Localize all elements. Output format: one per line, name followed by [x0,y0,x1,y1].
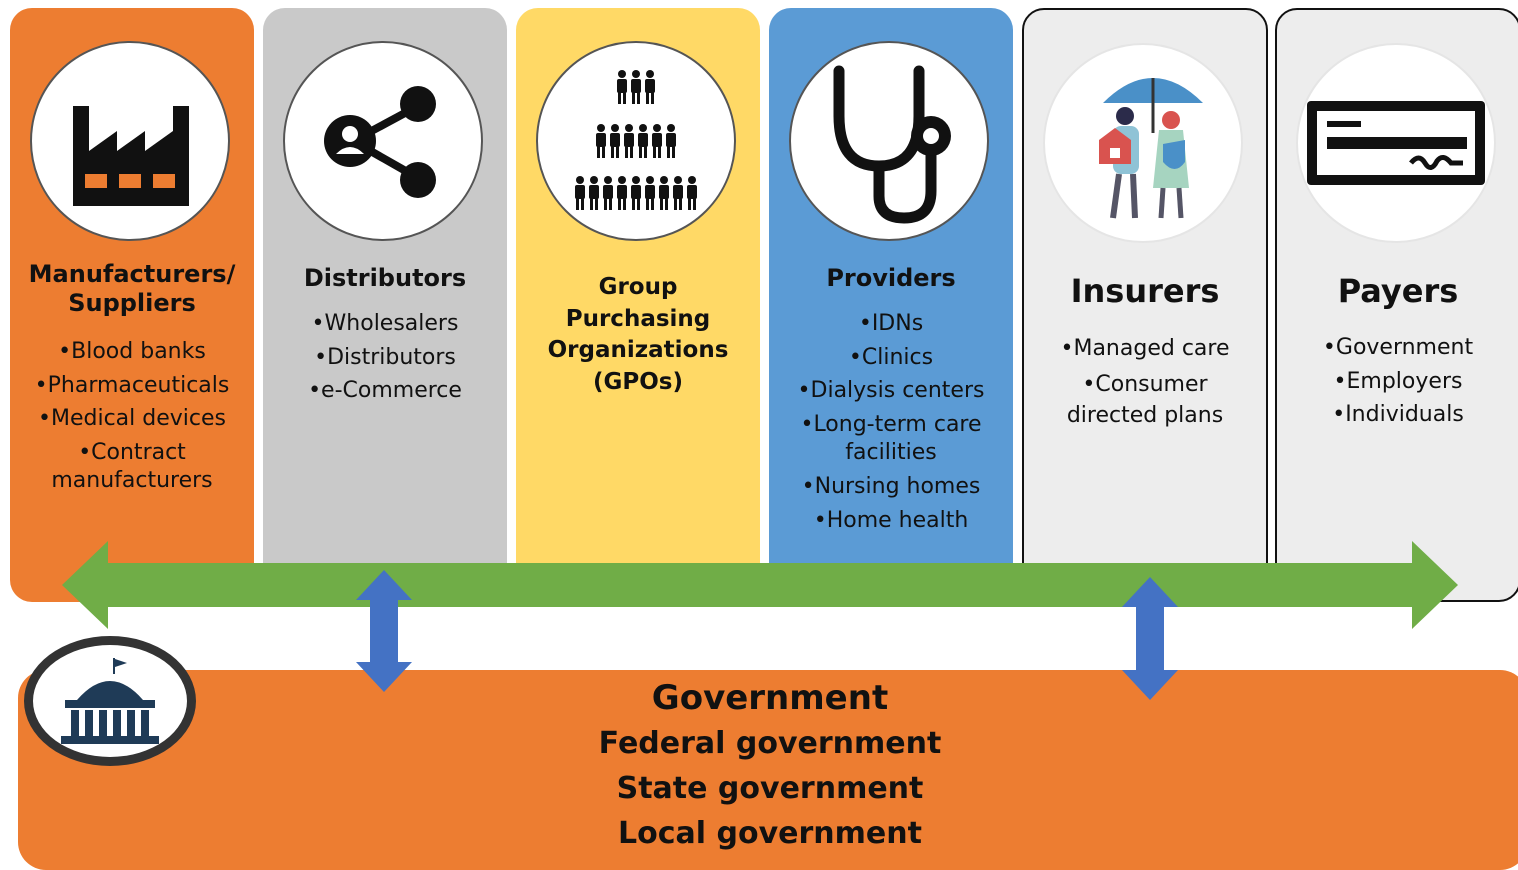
insurance-icon-circle [1043,43,1243,243]
government-panel [18,670,1518,870]
title-line: Providers [826,264,956,292]
share-icon-circle [283,41,483,241]
column-title: Manufacturers/ Suppliers [10,260,254,318]
people-group-icon [575,70,697,210]
column-insurers: Insurers Managed care Consumer directed … [1022,8,1268,602]
list-item: Government [1283,334,1513,363]
insurance-umbrella-icon [1099,78,1203,219]
list-item: IDNs [775,310,1007,339]
column-title: Distributors [263,264,507,293]
people-icon-circle [536,41,736,241]
list-item: Managed care [1030,334,1260,365]
government-badge [24,636,196,766]
column-title: Group Purchasing Organizations (GPOs) [516,272,760,398]
list-item: Individuals [1283,401,1513,430]
check-payment-icon [1307,101,1485,185]
check-icon-circle [1296,43,1496,243]
list-item: Wholesalers [269,310,501,339]
list-item: Employers [1283,368,1513,397]
list-item: Nursing homes [775,473,1007,502]
list-item: Clinics [775,344,1007,373]
item-list: Blood banks Pharmaceuticals Medical devi… [16,338,248,501]
title-line: Payers [1337,272,1459,310]
list-item: Long-term care facilities [775,411,1007,468]
column-title: Insurers [1024,272,1266,310]
title-line: Group [598,274,678,300]
title-line: Distributors [303,264,467,292]
column-gpos: Group Purchasing Organizations (GPOs) [516,8,760,602]
item-list: Wholesalers Distributors e-Commerce [269,310,501,411]
list-item: Pharmaceuticals [16,372,248,401]
column-manufacturers: Manufacturers/ Suppliers Blood banks Pha… [10,8,254,602]
list-item: Distributors [269,344,501,373]
government-title: Government [651,678,889,718]
insurers-government-arrow [1122,577,1178,700]
list-item: Blood banks [16,338,248,367]
column-providers: Providers IDNs Clinics Dialysis centers … [769,8,1013,602]
capitol-building-icon [61,658,159,744]
list-item: Dialysis centers [775,377,1007,406]
item-list: Managed care Consumer directed plans [1030,334,1260,436]
title-line: Organizations [547,337,729,363]
list-item: Contract manufacturers [16,439,248,496]
distributors-government-arrow [356,570,412,692]
factory-icon [73,106,189,206]
stethoscope-icon-circle [789,41,989,241]
column-payers: Payers Government Employers Individuals [1275,8,1518,602]
title-line: Suppliers [68,288,196,317]
item-list: Government Employers Individuals [1283,334,1513,435]
list-item: Medical devices [16,405,248,434]
title-line: (GPOs) [592,368,683,395]
government-line: Federal government [598,726,942,761]
share-network-icon [324,86,436,198]
list-item: Consumer directed plans [1030,370,1260,432]
title-line: Manufacturers/ [28,260,236,288]
list-item: e-Commerce [269,377,501,406]
title-line: Insurers [1070,272,1220,310]
factory-icon-circle [30,41,230,241]
title-line: Purchasing [565,305,711,332]
stethoscope-icon [833,65,951,224]
government-line: Local government [618,816,922,851]
item-list: IDNs Clinics Dialysis centers Long-term … [775,310,1007,540]
column-title: Payers [1277,272,1518,310]
government-line: State government [616,771,924,806]
list-item: Home health [775,507,1007,536]
flow-double-arrow [62,541,1458,629]
column-title: Providers [769,264,1013,293]
column-distributors: Distributors Wholesalers Distributors e-… [263,8,507,602]
